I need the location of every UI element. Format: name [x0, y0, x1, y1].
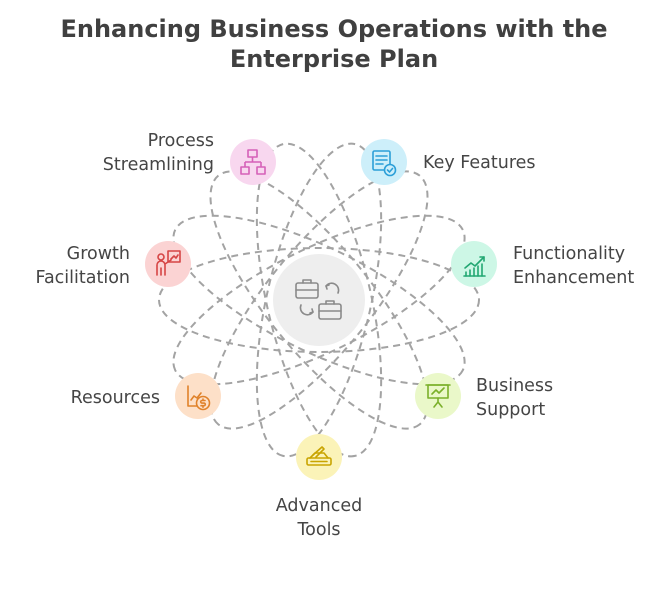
center-circle	[273, 254, 365, 346]
orbit-ellipse	[172, 214, 466, 386]
node-business-support	[415, 373, 461, 419]
label-line: Advanced	[275, 496, 363, 516]
label-line: Key Features	[423, 153, 536, 173]
center-hub	[273, 254, 365, 346]
label-line: Tools	[297, 520, 341, 540]
presentation-board-icon	[425, 384, 451, 408]
label-advanced-tools: Advanced Tools	[219, 494, 419, 542]
label-line: Streamlining	[102, 155, 214, 175]
label-line: Resources	[70, 388, 160, 408]
label-business-support: Business Support	[476, 374, 553, 422]
label-process-streamlining: Process Streamlining	[103, 129, 214, 177]
node-functionality-enhancement	[451, 241, 497, 287]
label-growth-facilitation: Growth Facilitation	[36, 242, 131, 290]
dashed-orbits	[158, 142, 480, 458]
flowchart-icon	[240, 149, 266, 175]
node-growth-facilitation	[145, 241, 191, 287]
label-line: Functionality	[513, 244, 626, 264]
label-line: Business	[476, 376, 554, 396]
orbit-ellipse	[158, 247, 480, 353]
label-line: Enhancement	[513, 268, 635, 288]
orbit-ellipse	[172, 214, 466, 386]
label-functionality-enhancement: Functionality Enhancement	[513, 242, 634, 290]
node-circle	[451, 241, 497, 287]
label-key-features: Key Features	[423, 151, 536, 175]
orbit-ellipse	[209, 170, 429, 430]
label-resources: Resources	[71, 386, 160, 410]
growth-chart-icon	[463, 256, 486, 277]
label-line: Support	[476, 400, 546, 420]
label-line: Growth	[66, 244, 130, 264]
label-line: Process	[147, 131, 214, 151]
orbit-ellipse	[209, 170, 429, 430]
node-circle	[296, 434, 342, 480]
checklist-icon	[372, 150, 397, 177]
orbit-ellipse	[255, 142, 383, 458]
orbit-ellipse	[255, 142, 383, 458]
title-line-2: Enterprise Plan	[229, 45, 439, 73]
node-key-features	[361, 139, 407, 185]
presenter-icon	[156, 250, 181, 276]
node-resources	[175, 373, 221, 419]
diagram-title: Enhancing Business Operations with the E…	[0, 14, 668, 74]
node-advanced-tools	[296, 434, 342, 480]
label-line: Facilitation	[35, 268, 131, 288]
node-process-streamlining	[230, 139, 276, 185]
node-circle	[415, 373, 461, 419]
tools-icon	[306, 446, 332, 466]
money-doc-icon	[187, 385, 211, 411]
briefcase-exchange-icon	[295, 279, 342, 320]
node-circle	[145, 241, 191, 287]
title-line-1: Enhancing Business Operations with the	[60, 15, 608, 43]
node-circle	[361, 139, 407, 185]
